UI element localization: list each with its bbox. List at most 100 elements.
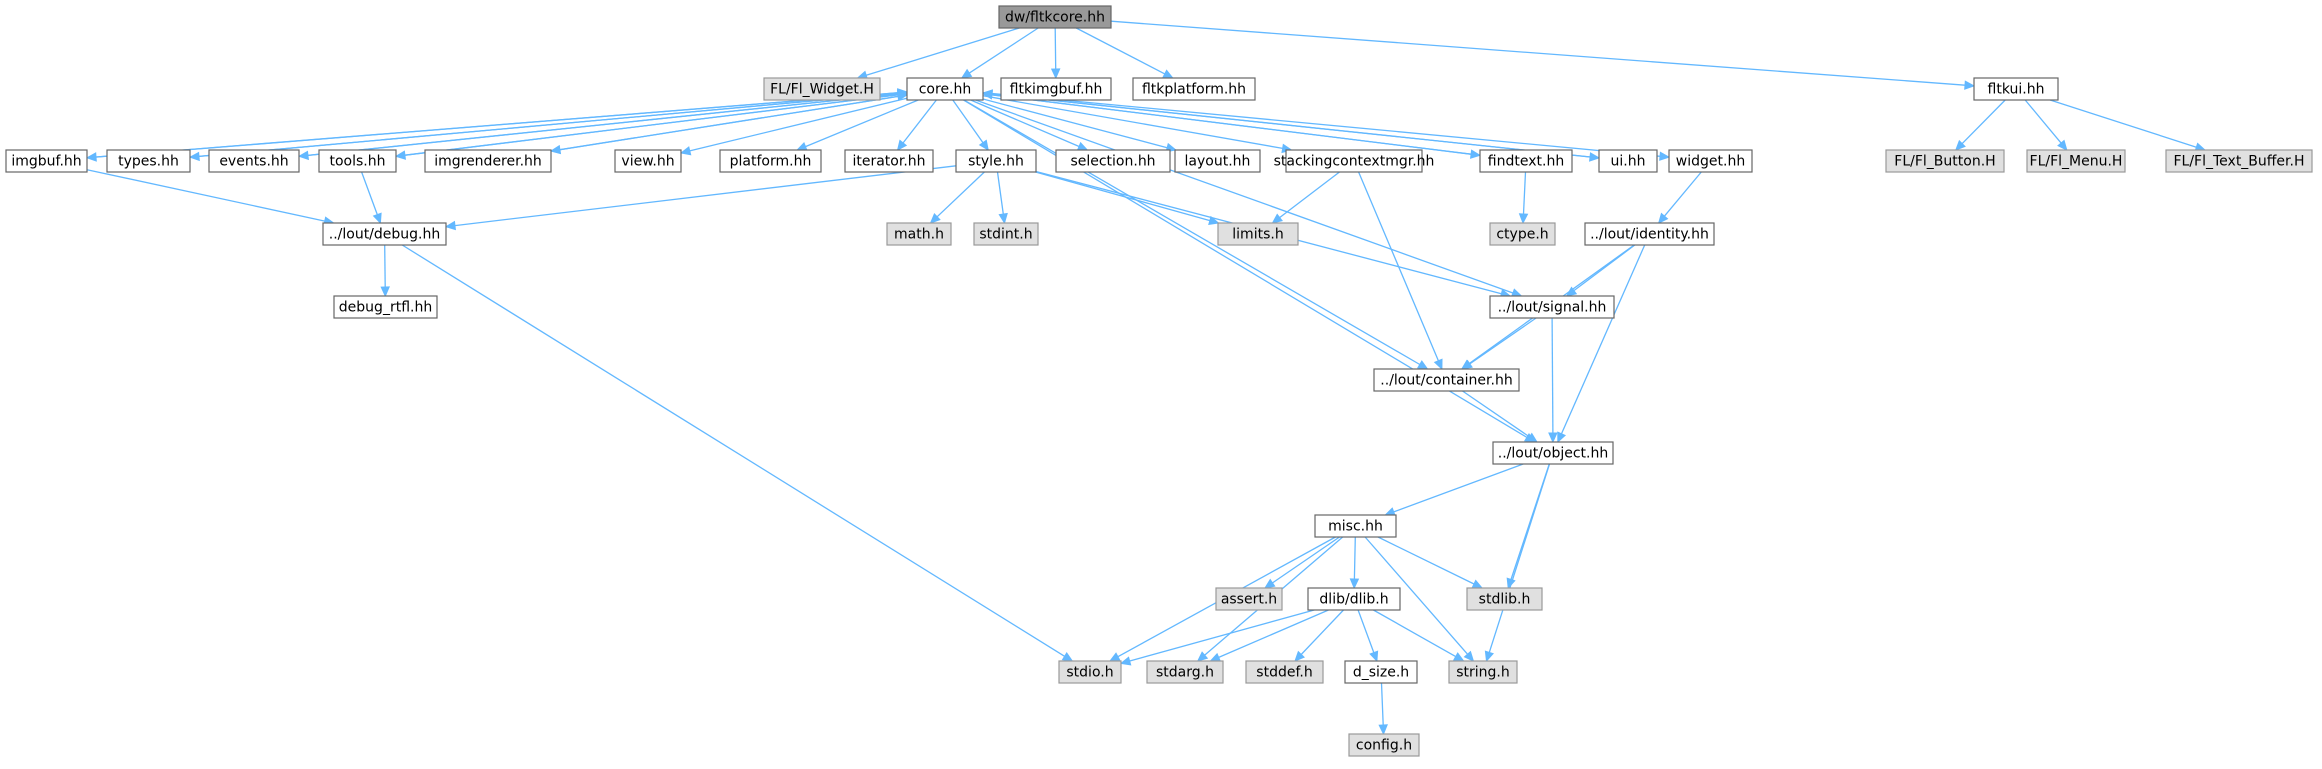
edge-arrowhead xyxy=(896,91,909,102)
edge-arrowhead xyxy=(1548,432,1558,444)
node-n12[interactable]: tools.hh xyxy=(318,149,397,173)
node-n24[interactable]: ../lout/debug.hh xyxy=(322,222,447,246)
node-n41[interactable]: d_size.h xyxy=(1344,660,1418,684)
node-box xyxy=(1885,149,2005,173)
node-n2[interactable]: core.hh xyxy=(906,77,984,101)
node-n33[interactable]: ../lout/object.hh xyxy=(1492,441,1614,465)
edge-arrowhead xyxy=(1162,69,1174,79)
edge-line xyxy=(1353,536,1356,580)
edge-n2-n31 xyxy=(975,99,1523,298)
node-box xyxy=(1217,222,1299,246)
edge-line xyxy=(991,94,1481,156)
node-box xyxy=(1489,222,1556,246)
node-box xyxy=(424,149,552,173)
node-n30[interactable]: debug_rtfl.hh xyxy=(333,295,438,319)
node-n0[interactable]: dw/fltkcore.hh xyxy=(998,5,1112,29)
node-n27: limits.h xyxy=(1217,222,1299,246)
node-box xyxy=(1344,660,1418,684)
edge-n36-n40 xyxy=(1294,609,1344,662)
node-label: stddef.h xyxy=(1256,665,1312,681)
node-box xyxy=(1584,222,1715,246)
node-n34[interactable]: misc.hh xyxy=(1314,514,1397,538)
edge-line xyxy=(1551,317,1554,434)
edge-n34-n35 xyxy=(1263,536,1340,589)
edge-arrowhead xyxy=(1452,652,1465,662)
edge-arrowhead xyxy=(998,212,1008,225)
edge-n0-n2 xyxy=(960,27,1039,79)
edge-line xyxy=(968,27,1039,74)
node-box xyxy=(973,222,1039,246)
node-label: FL/Fl_Button.H xyxy=(1894,154,1995,170)
node-n19[interactable]: layout.hh xyxy=(1174,149,1261,173)
node-label: ui.hh xyxy=(1611,154,1646,170)
edge-n31-n33 xyxy=(1548,317,1558,444)
node-box xyxy=(844,149,934,173)
edge-arrowhead xyxy=(1518,213,1529,225)
node-n18[interactable]: selection.hh xyxy=(1055,149,1171,173)
node-label: style.hh xyxy=(968,154,1024,170)
node-label: stdlib.h xyxy=(1479,592,1531,608)
edge-n32-n33 xyxy=(1462,390,1539,443)
node-n22[interactable]: ui.hh xyxy=(1598,149,1658,173)
edge-arrowhead xyxy=(2057,139,2068,151)
node-n9[interactable]: imgbuf.hh xyxy=(5,149,88,173)
node-label: misc.hh xyxy=(1328,519,1383,535)
node-n10[interactable]: types.hh xyxy=(106,149,191,173)
node-n25: math.h xyxy=(886,222,952,246)
node-n7: FL/Fl_Menu.H xyxy=(2026,149,2126,173)
edge-arrowhead xyxy=(981,89,993,99)
node-n13[interactable]: imgrenderer.hh xyxy=(424,149,552,173)
edge-n24-n38 xyxy=(401,244,1074,662)
edge-arrowhead xyxy=(1659,151,1671,161)
node-n20[interactable]: stackingcontextmgr.hh xyxy=(1274,149,1435,173)
edge-line xyxy=(1358,171,1439,361)
edge-line xyxy=(982,91,1661,157)
edge-line xyxy=(1377,536,1475,585)
node-n28: ctype.h xyxy=(1489,222,1556,246)
node-n14[interactable]: view.hh xyxy=(614,149,682,173)
node-n11[interactable]: events.hh xyxy=(208,149,300,173)
node-box xyxy=(208,149,300,173)
edge-line xyxy=(401,244,1065,657)
node-box xyxy=(998,5,1112,29)
edge-n5-n6 xyxy=(1954,99,2006,151)
edge-line xyxy=(86,92,899,159)
edge-line xyxy=(2024,99,2062,144)
edge-n17-n26 xyxy=(996,171,1008,225)
edge-line xyxy=(189,92,899,158)
node-n21[interactable]: findtext.hh xyxy=(1479,149,1573,173)
node-n23[interactable]: widget.hh xyxy=(1668,149,1753,173)
edge-n2-n23 xyxy=(982,91,1671,161)
edge-line xyxy=(963,99,1421,366)
node-box xyxy=(886,222,952,246)
node-box xyxy=(1448,660,1518,684)
node-label: tools.hh xyxy=(330,154,386,170)
node-n3[interactable]: fltkimgbuf.hh xyxy=(1000,77,1112,101)
edge-n2-n20 xyxy=(982,95,1293,154)
node-n15[interactable]: platform.hh xyxy=(719,149,822,173)
node-n32[interactable]: ../lout/container.hh xyxy=(1373,368,1520,392)
edge-n36-n38 xyxy=(1119,609,1315,666)
edge-line xyxy=(991,93,1600,159)
edge-line xyxy=(1075,27,1166,75)
edge-n23-n29 xyxy=(1657,171,1702,224)
node-n36[interactable]: dlib/dlib.h xyxy=(1307,587,1401,611)
node-n5[interactable]: fltkui.hh xyxy=(1973,77,2059,101)
node-label: FL/Fl_Text_Buffer.H xyxy=(2173,154,2304,170)
edge-line xyxy=(1462,390,1530,438)
node-box xyxy=(1215,587,1283,611)
node-label: stdio.h xyxy=(1066,665,1113,681)
edge-n22-n2 xyxy=(981,89,1600,159)
edge-n17-n25 xyxy=(929,171,985,224)
edge-line xyxy=(1373,609,1457,658)
node-box xyxy=(1598,149,1658,173)
node-label: ../lout/debug.hh xyxy=(329,227,441,243)
node-n16[interactable]: iterator.hh xyxy=(844,149,934,173)
node-n31[interactable]: ../lout/signal.hh xyxy=(1489,295,1615,319)
node-box xyxy=(1245,660,1324,684)
node-n29[interactable]: ../lout/identity.hh xyxy=(1584,222,1715,246)
node-n4[interactable]: fltkplatform.hh xyxy=(1132,77,1256,101)
edge-n0-n4 xyxy=(1075,27,1174,79)
edge-n33-n42 xyxy=(1484,463,1551,663)
node-n17[interactable]: style.hh xyxy=(955,149,1037,173)
